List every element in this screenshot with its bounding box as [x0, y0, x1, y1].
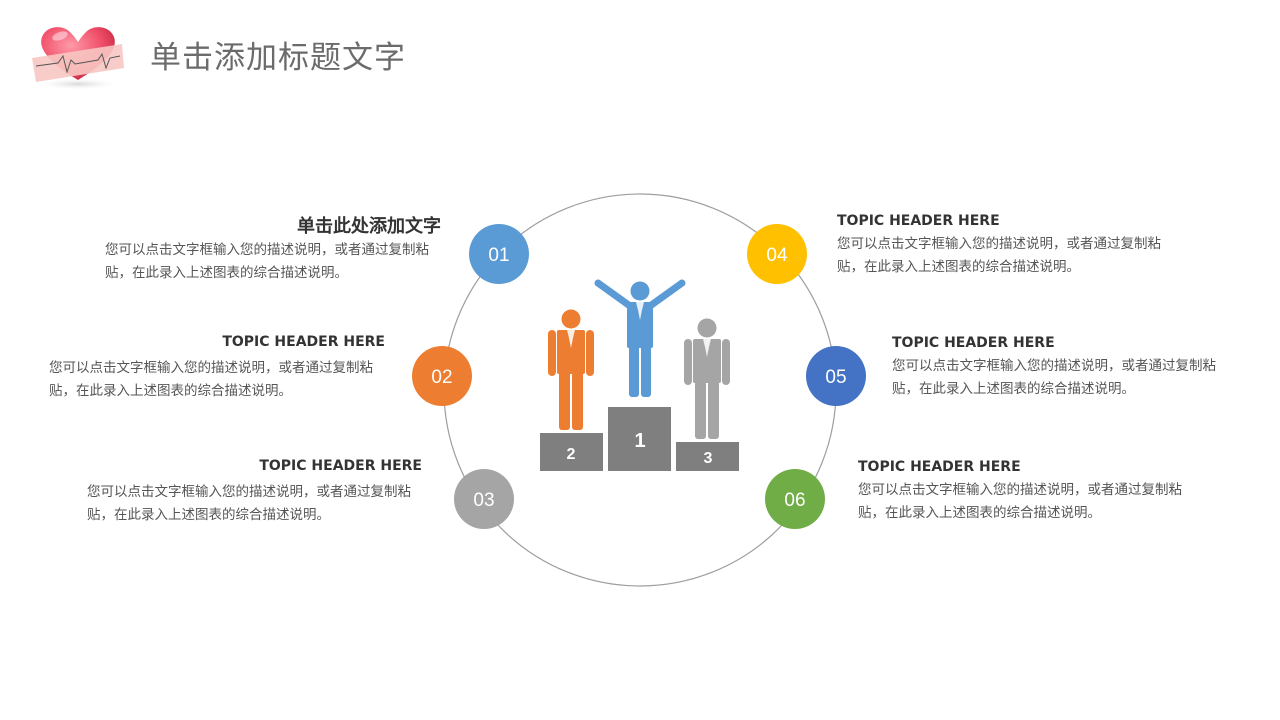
block-heading[interactable]: TOPIC HEADER HERE — [892, 335, 1055, 351]
block-heading[interactable]: TOPIC HEADER HERE — [222, 334, 385, 350]
podium-label-3: 3 — [704, 450, 713, 467]
step-badge-01: 01 — [469, 224, 529, 284]
block-heading[interactable]: 单击此处添加文字 — [297, 216, 441, 237]
podium-third-block — [676, 442, 739, 471]
svg-text:02: 02 — [431, 367, 452, 388]
page-title: 单击添加标题文字 — [150, 40, 406, 76]
svg-text:04: 04 — [766, 245, 788, 266]
svg-text:05: 05 — [825, 367, 846, 388]
person-blue-icon — [594, 279, 686, 397]
step-badge-06: 06 — [765, 469, 825, 529]
heart-logo-icon — [32, 27, 124, 90]
svg-text:06: 06 — [784, 490, 805, 511]
block-description[interactable]: 您可以点击文字框输入您的描述说明，或者通过复制粘贴，在此录入上述图表的综合描述说… — [837, 236, 1161, 275]
person-grey-icon — [684, 318, 730, 439]
text-block-05: TOPIC HEADER HERE 您可以点击文字框输入您的描述说明，或者通过复… — [892, 335, 1222, 401]
step-badge-05: 05 — [806, 346, 866, 406]
block-description[interactable]: 您可以点击文字框输入您的描述说明，或者通过复制粘贴，在此录入上述图表的综合描述说… — [892, 358, 1216, 397]
podium-label-2: 2 — [567, 446, 576, 463]
block-heading[interactable]: TOPIC HEADER HERE — [259, 458, 422, 474]
text-block-03: TOPIC HEADER HERE 您可以点击文字框输入您的描述说明，或者通过复… — [0, 458, 422, 523]
block-description[interactable]: 您可以点击文字框输入您的描述说明，或者通过复制粘贴，在此录入上述图表的综合描述说… — [105, 242, 429, 281]
block-description[interactable]: 您可以点击文字框输入您的描述说明，或者通过复制粘贴，在此录入上述图表的综合描述说… — [858, 482, 1182, 521]
step-badge-03: 03 — [454, 469, 514, 529]
step-badge-02: 02 — [412, 346, 472, 406]
block-description[interactable]: 您可以点击文字框输入您的描述说明，或者通过复制粘贴，在此录入上述图表的综合描述说… — [49, 360, 373, 399]
text-block-01: 单击此处添加文字 您可以点击文字框输入您的描述说明，或者通过复制粘贴，在此录入上… — [0, 212, 441, 281]
svg-text:01: 01 — [488, 245, 509, 266]
text-block-02: TOPIC HEADER HERE 您可以点击文字框输入您的描述说明，或者通过复… — [0, 334, 385, 399]
text-block-04: TOPIC HEADER HERE 您可以点击文字框输入您的描述说明，或者通过复… — [837, 213, 1167, 279]
podium-label-1: 1 — [634, 430, 645, 452]
person-orange-icon — [548, 309, 594, 430]
block-heading[interactable]: TOPIC HEADER HERE — [858, 459, 1021, 475]
text-block-06: TOPIC HEADER HERE 您可以点击文字框输入您的描述说明，或者通过复… — [858, 459, 1188, 525]
svg-text:03: 03 — [473, 490, 494, 511]
podium-second-block — [540, 433, 603, 471]
step-badge-04: 04 — [747, 224, 807, 284]
block-description[interactable]: 您可以点击文字框输入您的描述说明，或者通过复制粘贴，在此录入上述图表的综合描述说… — [87, 484, 411, 523]
block-heading[interactable]: TOPIC HEADER HERE — [837, 213, 1000, 229]
podium-first-block — [608, 407, 671, 471]
